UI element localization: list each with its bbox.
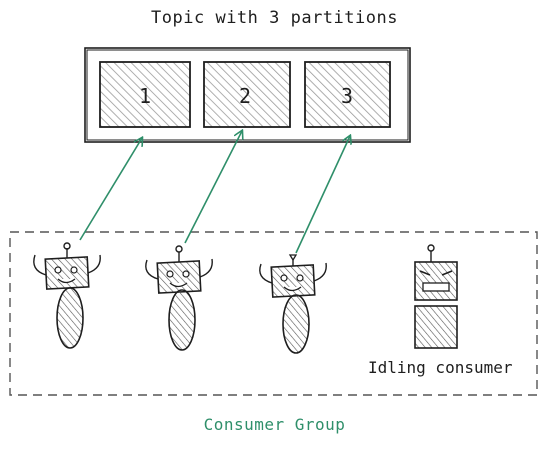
consumer-group-label: Consumer Group xyxy=(203,415,346,434)
partition-3-label: 3 xyxy=(341,84,353,108)
partition-3: 3 xyxy=(304,61,391,128)
consumer-group-boundary xyxy=(9,231,538,396)
consumer-robot-2 xyxy=(145,245,213,351)
assignment-arrow-1 xyxy=(79,138,142,241)
consumer-robot-3 xyxy=(259,254,327,354)
partition-1: 1 xyxy=(99,61,191,128)
partition-2: 2 xyxy=(203,61,291,128)
assignment-arrow-3 xyxy=(295,136,350,254)
assignment-arrow-2 xyxy=(184,131,242,244)
idle-consumer-robot xyxy=(414,244,458,349)
partition-1-label: 1 xyxy=(139,84,151,108)
consumer-robot-1 xyxy=(33,242,101,349)
partition-2-label: 2 xyxy=(239,84,251,108)
topic-box xyxy=(84,47,411,143)
topic-title: Topic with 3 partitions xyxy=(151,8,398,28)
idle-consumer-label: Idling consumer xyxy=(368,358,513,377)
